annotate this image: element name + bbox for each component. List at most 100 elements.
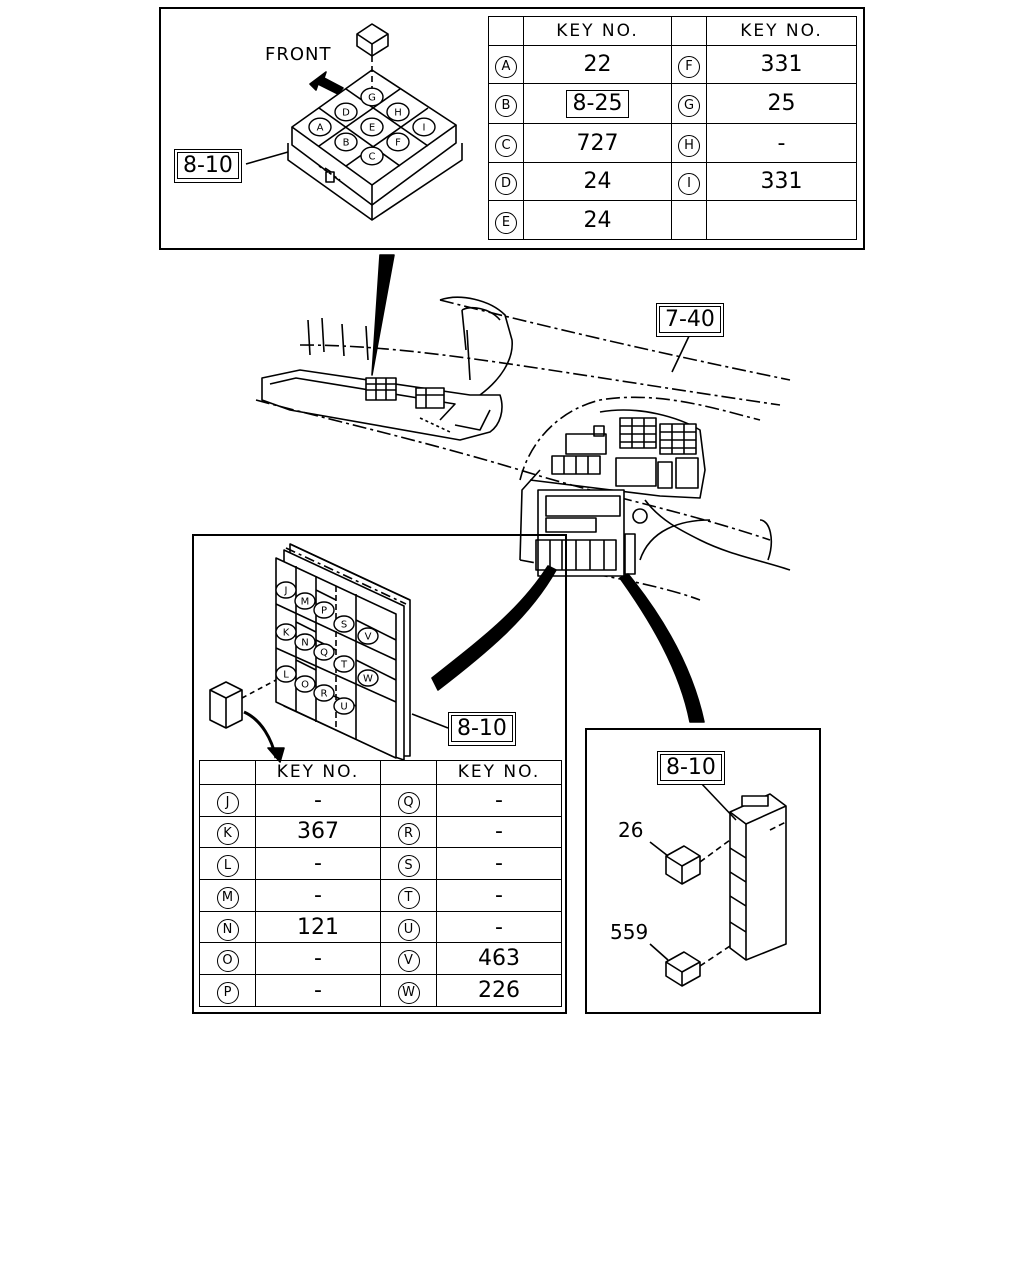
- grid-key-letter: Q: [320, 648, 328, 659]
- grid-key-circle: [333, 697, 355, 715]
- front-label: FRONT: [265, 44, 332, 65]
- key-value-cell: -: [436, 910, 562, 944]
- right-fuse-strip: [729, 793, 787, 961]
- key-value: 121: [297, 914, 339, 940]
- key-value: 24: [583, 207, 612, 233]
- key-value: -: [314, 787, 322, 813]
- key-value-cell: 727: [523, 123, 672, 163]
- key-value-cell: 24: [523, 200, 672, 240]
- key-letter-cell: P: [199, 974, 256, 1007]
- key-letter-circle: I: [678, 173, 700, 196]
- grid-key-letter: A: [317, 123, 324, 134]
- right-relay-559: [649, 943, 731, 987]
- table-row: J-Q-: [199, 783, 562, 817]
- key-letter-cell: D: [488, 161, 524, 202]
- grid-key-circle: [386, 132, 410, 152]
- key-letter-cell: G: [671, 83, 707, 125]
- key-letter-cell: O: [199, 942, 256, 976]
- key-letter-circle: U: [397, 918, 420, 941]
- grid-key-circle: [360, 117, 384, 137]
- grid-key-circle: [275, 665, 297, 683]
- key-value: 367: [297, 819, 339, 845]
- grid-key-letter: R: [321, 689, 328, 700]
- key-letter-circle: J: [216, 791, 239, 814]
- grid-key-circle: [275, 623, 297, 641]
- key-letter-circle: G: [678, 95, 700, 118]
- grid-key-circle: [313, 684, 335, 702]
- key-letter-cell: J: [199, 783, 256, 817]
- key-value-cell: 463: [436, 942, 562, 976]
- grid-key-circle: [294, 675, 316, 693]
- key-letter-cell: S: [380, 847, 437, 880]
- key-value-cell: -: [255, 847, 381, 880]
- key-letter-circle: A: [495, 56, 517, 79]
- key-letter-cell: T: [380, 879, 437, 912]
- grid-key-letter: H: [394, 108, 402, 119]
- key-value: 25: [767, 91, 796, 117]
- grid-key-letter: V: [365, 632, 372, 643]
- key-letter-cell: I: [671, 161, 707, 202]
- table-row: E 24: [488, 200, 857, 240]
- key-letter-circle: V: [397, 950, 420, 973]
- grid-key-letter: U: [340, 702, 347, 713]
- key-value-cell: 8-25: [523, 83, 672, 125]
- header-empty-cell: [488, 16, 524, 46]
- key-letter-circle: S: [397, 855, 420, 878]
- part-number-26: 26: [618, 818, 644, 842]
- key-value-cell: 367: [255, 815, 381, 849]
- grid-key-circle: [412, 117, 436, 137]
- key-letter-cell: A: [488, 44, 524, 85]
- key-value-cell: 331: [706, 161, 857, 202]
- key-letter-cell: L: [199, 847, 256, 880]
- key-value: 727: [576, 130, 619, 156]
- key-letter-cell: [671, 200, 707, 240]
- key-value-cell: 331: [706, 44, 857, 85]
- dashboard-ref-7-40: 7-40: [656, 303, 724, 337]
- left-relay: [209, 679, 285, 763]
- key-letter-circle: E: [495, 211, 517, 234]
- grid-key-circle: [334, 132, 358, 152]
- grid-key-circle: [334, 102, 358, 122]
- grid-key-circle: [275, 581, 297, 599]
- key-value: -: [495, 914, 503, 940]
- grid-key-letter: K: [283, 628, 290, 639]
- key-value-cell: 226: [436, 974, 562, 1007]
- grid-key-letter: W: [363, 674, 373, 685]
- key-value: -: [495, 882, 503, 908]
- key-letter-cell: W: [380, 974, 437, 1007]
- grid-key-letter: I: [423, 123, 426, 134]
- grid-key-circle: [357, 627, 379, 645]
- header-key-no: KEY NO.: [706, 16, 857, 46]
- key-letter-circle: W: [397, 982, 420, 1005]
- grid-key-letter: S: [341, 620, 347, 631]
- key-letter-circle: P: [216, 982, 239, 1005]
- key-value-cell: -: [436, 847, 562, 880]
- grid-key-circle: [294, 592, 316, 610]
- key-value: -: [314, 978, 322, 1004]
- key-value: -: [777, 130, 786, 156]
- right-ref-text: 8-10: [660, 754, 722, 781]
- key-value-cell: [706, 200, 857, 240]
- key-letter-cell: B: [488, 83, 524, 125]
- key-value: 331: [760, 169, 803, 195]
- grid-key-circle: [333, 655, 355, 673]
- grid-key-letter: L: [283, 670, 289, 681]
- key-value: -: [314, 851, 322, 877]
- grid-key-letter: D: [342, 108, 350, 119]
- table-header-row: KEY NO.KEY NO.: [488, 16, 857, 46]
- grid-key-circle: [313, 601, 335, 619]
- key-value: 8-25: [565, 89, 630, 118]
- key-letter-circle: D: [495, 173, 517, 196]
- key-letter-circle: O: [216, 950, 239, 973]
- grid-key-letter: G: [368, 93, 376, 104]
- key-value-cell: -: [255, 879, 381, 912]
- grid-key-letter: E: [369, 123, 375, 134]
- key-value-cell: -: [255, 783, 381, 817]
